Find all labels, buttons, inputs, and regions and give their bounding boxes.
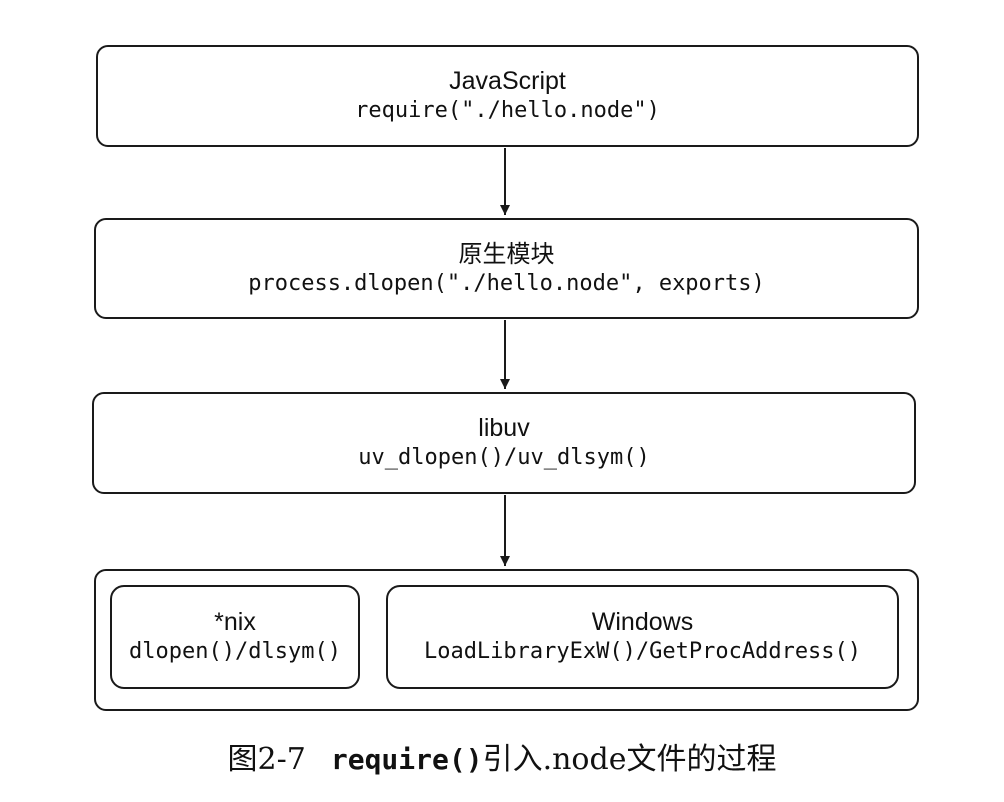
nix-box-code: dlopen()/dlsym() (129, 639, 341, 664)
caption-description: 引入.node文件的过程 (482, 742, 777, 777)
libuv-box: libuv uv_dlopen()/uv_dlsym() (92, 392, 916, 494)
windows-box: Windows LoadLibraryExW()/GetProcAddress(… (386, 585, 899, 689)
windows-box-code: LoadLibraryExW()/GetProcAddress() (423, 639, 862, 664)
nix-box: *nix dlopen()/dlsym() (110, 585, 360, 689)
windows-box-title: Windows (591, 608, 694, 636)
native-module-box: 原生模块 process.dlopen("./hello.node", expo… (94, 218, 919, 319)
libuv-box-code: uv_dlopen()/uv_dlsym() (358, 445, 650, 470)
figure-caption: 图2-7 require()引入.node文件的过程 (0, 740, 1004, 780)
javascript-box-title: JavaScript (449, 67, 566, 95)
caption-figure-number: 图2-7 (227, 742, 306, 777)
caption-function: require() (330, 743, 483, 776)
javascript-box-code: require("./hello.node") (355, 98, 660, 123)
native-module-box-title: 原生模块 (458, 239, 555, 268)
native-module-box-code: process.dlopen("./hello.node", exports) (248, 270, 765, 296)
nix-box-title: *nix (214, 608, 256, 636)
javascript-box: JavaScript require("./hello.node") (96, 45, 919, 147)
libuv-box-title: libuv (478, 414, 530, 442)
